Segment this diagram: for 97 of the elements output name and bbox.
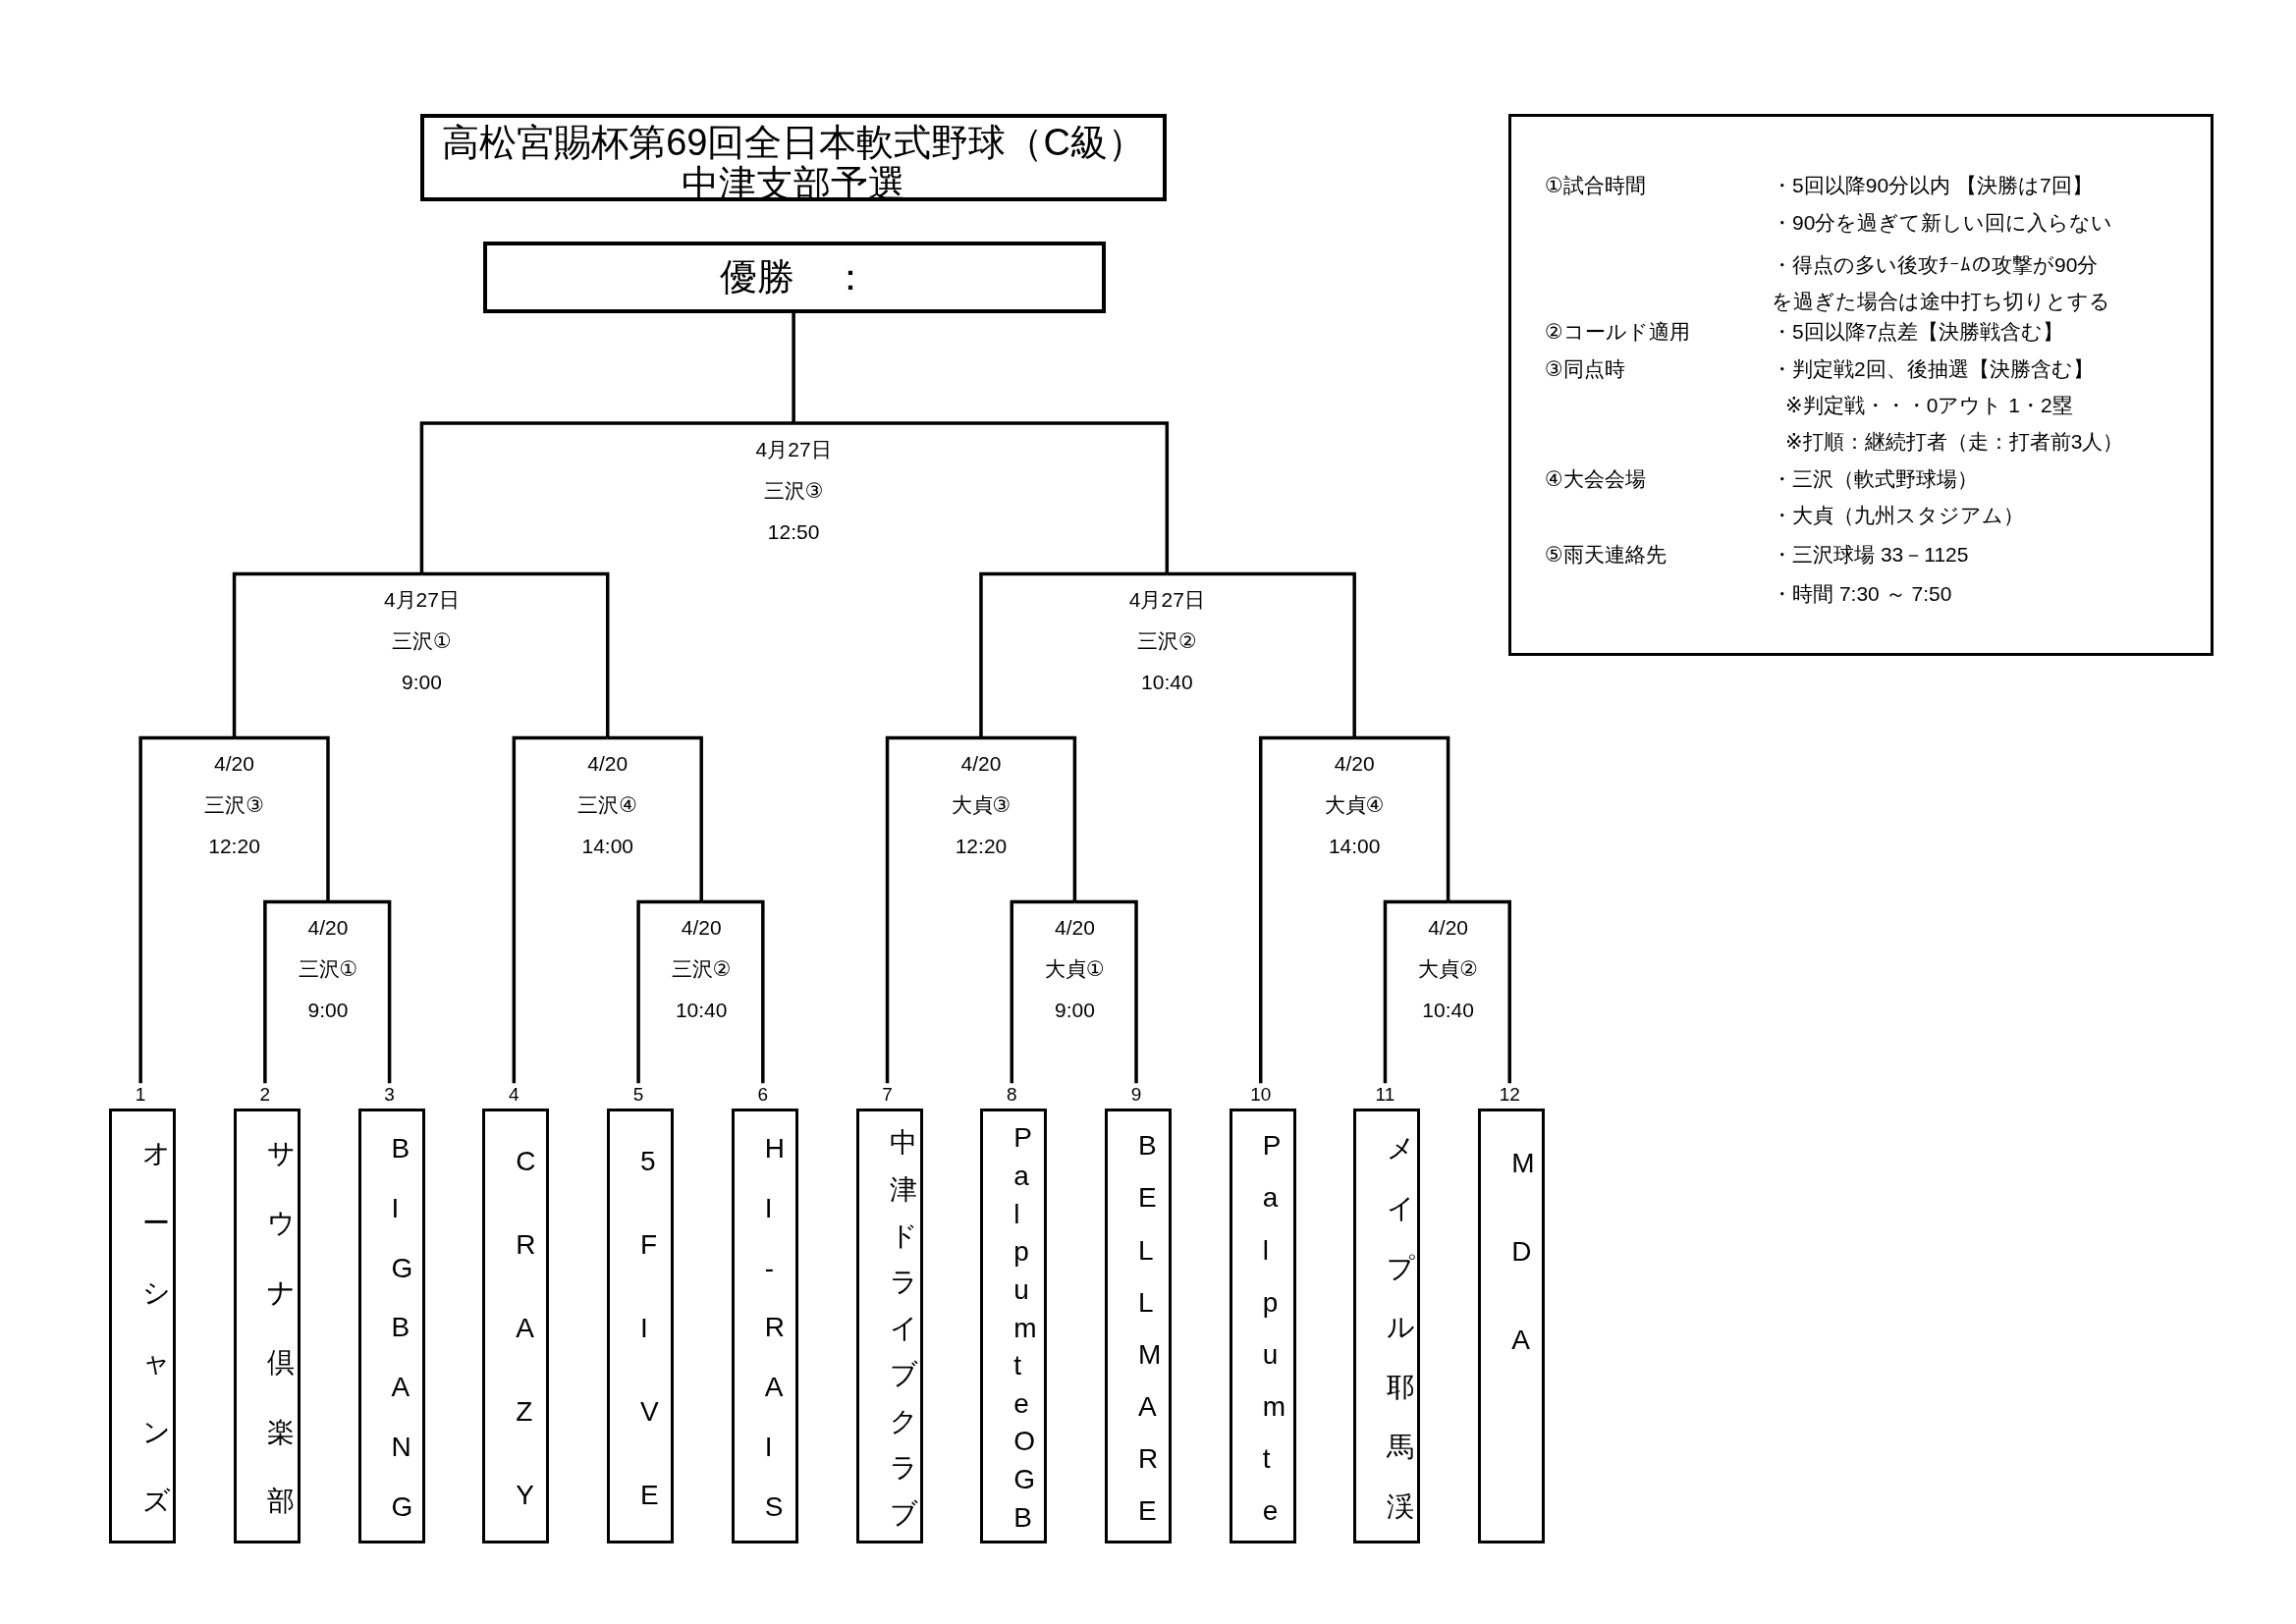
- note-text: ・三沢球場 33－1125: [1772, 542, 1969, 568]
- bracket-line: [328, 899, 392, 1084]
- match-date: 4/20: [1053, 915, 1096, 942]
- note-text: ・90分を過ぎて新しい回に入らない: [1772, 209, 2113, 236]
- team-name-panel: MDA: [1478, 1109, 1546, 1544]
- team-name-panel: BIGBANG: [357, 1109, 425, 1544]
- match-time: 12:20: [954, 834, 1009, 860]
- team-number: 10: [1249, 1083, 1273, 1108]
- note-heading: ⑤雨天連絡先: [1545, 542, 1667, 568]
- bracket-line: [701, 899, 765, 1084]
- team-name-panel: Palpumte OGB: [980, 1109, 1048, 1544]
- match-date: 4/20: [680, 915, 723, 942]
- match-date: 4/20: [213, 751, 255, 778]
- match-venue: 大貞①: [1043, 956, 1106, 983]
- team-number: 11: [1374, 1083, 1396, 1108]
- bracket-line: [1448, 899, 1511, 1084]
- team-name-panel: BELLMARE: [1105, 1109, 1172, 1544]
- team-number: 2: [258, 1083, 272, 1108]
- note-heading: ④大会会場: [1545, 465, 1646, 492]
- match-time: 14:00: [580, 834, 635, 860]
- match-venue: 大貞②: [1417, 956, 1479, 983]
- bracket-line: [234, 735, 330, 902]
- team-number: 12: [1498, 1083, 1521, 1108]
- match-venue: 三沢③: [203, 792, 265, 819]
- bracket-line: [1259, 735, 1355, 1084]
- match-date: 4/20: [306, 915, 350, 942]
- note-text: ・時間 7:30 ～ 7:50: [1772, 581, 1952, 608]
- bracket-line: [138, 735, 235, 1084]
- team-name-panel: Palpumte: [1229, 1109, 1296, 1544]
- bracket-line: [792, 311, 796, 423]
- match-time: 9:00: [400, 670, 443, 696]
- team-name-panel: CRAZY: [482, 1109, 550, 1544]
- match-date: 4/20: [959, 751, 1003, 778]
- note-text: ※判定戦・・・0アウト 1・2塁: [1785, 393, 2073, 418]
- match-time: 10:40: [674, 998, 729, 1024]
- match-venue: 三沢①: [391, 628, 453, 655]
- team-number: 6: [756, 1083, 770, 1108]
- bracket-line: [885, 735, 981, 1084]
- team-number: 4: [508, 1083, 520, 1108]
- note-text: ・大貞（九州スタジアム）: [1772, 502, 2025, 528]
- match-venue: 三沢②: [1135, 628, 1198, 655]
- match-time: 14:00: [1327, 834, 1382, 860]
- team-number: 1: [134, 1083, 147, 1108]
- note-text: ・5回以降90分以内 【決勝は7回】: [1772, 173, 2093, 199]
- match-date: 4/20: [1333, 751, 1376, 778]
- team-number: 9: [1129, 1083, 1143, 1108]
- bracket-line: [512, 735, 608, 1084]
- bracket-line: [419, 421, 794, 574]
- match-venue: 三沢②: [670, 956, 733, 983]
- match-date: 4月27日: [382, 587, 461, 614]
- note-heading: ①試合時間: [1545, 173, 1646, 199]
- match-time: 10:40: [1421, 998, 1475, 1024]
- match-date: 4/20: [1427, 915, 1470, 942]
- match-venue: 三沢③: [762, 477, 825, 504]
- team-number: 7: [881, 1083, 894, 1108]
- team-number: 3: [383, 1083, 396, 1108]
- bracket-line: [607, 735, 703, 902]
- team-name-panel: HI-RAIS: [731, 1109, 798, 1544]
- note-text: ・三沢（軟式野球場）: [1772, 465, 1979, 492]
- bracket-line: [1383, 899, 1449, 1084]
- bracket-line: [263, 899, 328, 1084]
- bracket-line: [636, 899, 702, 1084]
- bracket-line: [421, 571, 610, 738]
- match-venue: 大貞④: [1323, 792, 1386, 819]
- team-name-panel: 5FIVE: [607, 1109, 675, 1544]
- team-number: 8: [1005, 1083, 1018, 1108]
- bracket-line: [232, 571, 422, 738]
- bracket-line: [793, 421, 1170, 574]
- team-name-panel: オーシャンズ: [109, 1109, 177, 1544]
- bracket-line: [1074, 899, 1138, 1084]
- match-date: 4月27日: [754, 436, 833, 462]
- note-text: ・5回以降7点差【決勝戦含む】: [1772, 319, 2064, 346]
- match-time: 10:40: [1140, 670, 1194, 696]
- note-text: ※打順：継続打者（走：打者前3人）: [1785, 429, 2124, 456]
- team-name-panel: サウナ倶楽部: [233, 1109, 301, 1544]
- bracket-line: [1010, 899, 1075, 1084]
- bracket-line: [980, 735, 1077, 902]
- note-text: ・判定戦2回、後抽選【決勝含む】: [1772, 355, 2094, 382]
- match-time: 9:00: [1053, 998, 1096, 1024]
- match-time: 12:20: [207, 834, 261, 860]
- match-venue: 大貞③: [950, 792, 1012, 819]
- winner-box: 優勝 ：: [483, 242, 1106, 314]
- note-heading: ②コールド適用: [1545, 319, 1690, 346]
- note-heading: ③同点時: [1545, 355, 1625, 382]
- match-date: 4/20: [586, 751, 629, 778]
- team-name-panel: 中津ドライブクラブ: [855, 1109, 923, 1544]
- match-time: 12:50: [766, 518, 821, 545]
- bracket-line: [1167, 571, 1356, 738]
- match-time: 9:00: [306, 998, 350, 1024]
- bracket-line: [1354, 735, 1450, 902]
- match-date: 4月27日: [1127, 587, 1206, 614]
- note-text: ・得点の多い後攻ﾁｰﾑの攻撃が90分を過ぎた場合は途中打ち切りとする: [1772, 251, 2112, 315]
- match-venue: 三沢①: [297, 956, 359, 983]
- match-venue: 三沢④: [576, 792, 639, 819]
- bracket-line: [979, 571, 1168, 738]
- team-name-panel: メイプル耶馬渓: [1353, 1109, 1421, 1544]
- team-number: 5: [631, 1083, 645, 1108]
